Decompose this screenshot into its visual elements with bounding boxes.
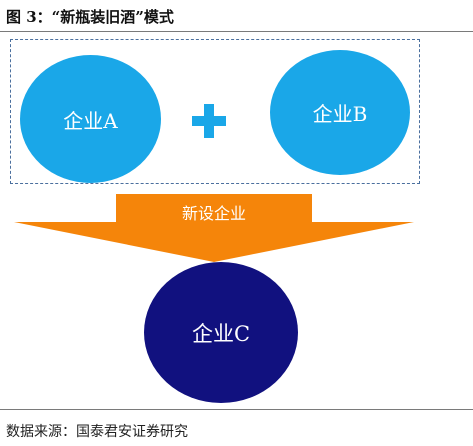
- title-divider: [0, 31, 473, 32]
- source-divider: [0, 409, 473, 410]
- company-a-node: 企业A: [20, 55, 161, 183]
- down-arrow: [14, 194, 414, 262]
- company-b-label: 企业B: [312, 102, 368, 126]
- plus-icon: [192, 104, 226, 138]
- company-c-node: 企业C: [144, 262, 298, 403]
- source-note: 数据来源：国泰君安证券研究: [6, 424, 188, 440]
- figure-title: 图 3：“新瓶装旧酒”模式: [6, 8, 174, 26]
- merge-group-box: [10, 39, 420, 184]
- arrow-label: 新设企业: [181, 204, 246, 223]
- company-c-label: 企业C: [191, 321, 251, 346]
- company-b-node: 企业B: [270, 50, 410, 175]
- company-a-label: 企业A: [63, 108, 118, 133]
